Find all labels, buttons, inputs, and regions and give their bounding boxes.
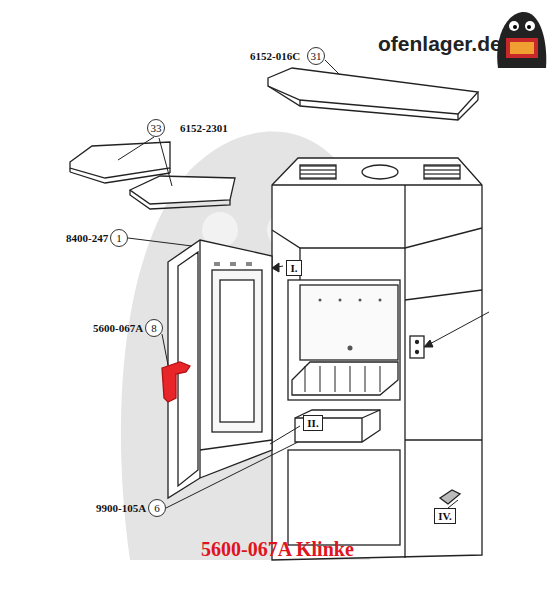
callout-circle: 31 bbox=[307, 47, 325, 65]
view-box: I. bbox=[286, 260, 302, 276]
part-number: 5600-067A bbox=[93, 322, 143, 334]
view-marker: II. bbox=[307, 417, 318, 429]
part-number: 8400-247 bbox=[66, 232, 108, 244]
callout-number: 33 bbox=[151, 122, 162, 134]
caption: 5600-067A Klinke bbox=[201, 538, 354, 561]
part-number: 9900-105A bbox=[96, 502, 146, 514]
callout-number: 6 bbox=[154, 502, 160, 514]
logo-text: ofenlager.de bbox=[378, 32, 502, 56]
callout-circle: 6 bbox=[148, 499, 166, 517]
view-box: II. bbox=[303, 415, 323, 431]
view-marker: I. bbox=[290, 262, 297, 274]
callout-circle: 8 bbox=[145, 319, 163, 337]
callout-number: 8 bbox=[151, 322, 157, 334]
callout-circle: 33 bbox=[147, 119, 165, 137]
callout-number: 1 bbox=[116, 232, 122, 244]
callout-circle: 1 bbox=[110, 229, 128, 247]
part-number: 6152-2301 bbox=[180, 122, 228, 134]
callout-number: 31 bbox=[311, 50, 322, 62]
view-box: IV. bbox=[434, 508, 456, 524]
view-marker: IV. bbox=[438, 510, 452, 522]
part-number: 6152-016C bbox=[250, 50, 300, 62]
logo-mascot bbox=[497, 12, 546, 68]
